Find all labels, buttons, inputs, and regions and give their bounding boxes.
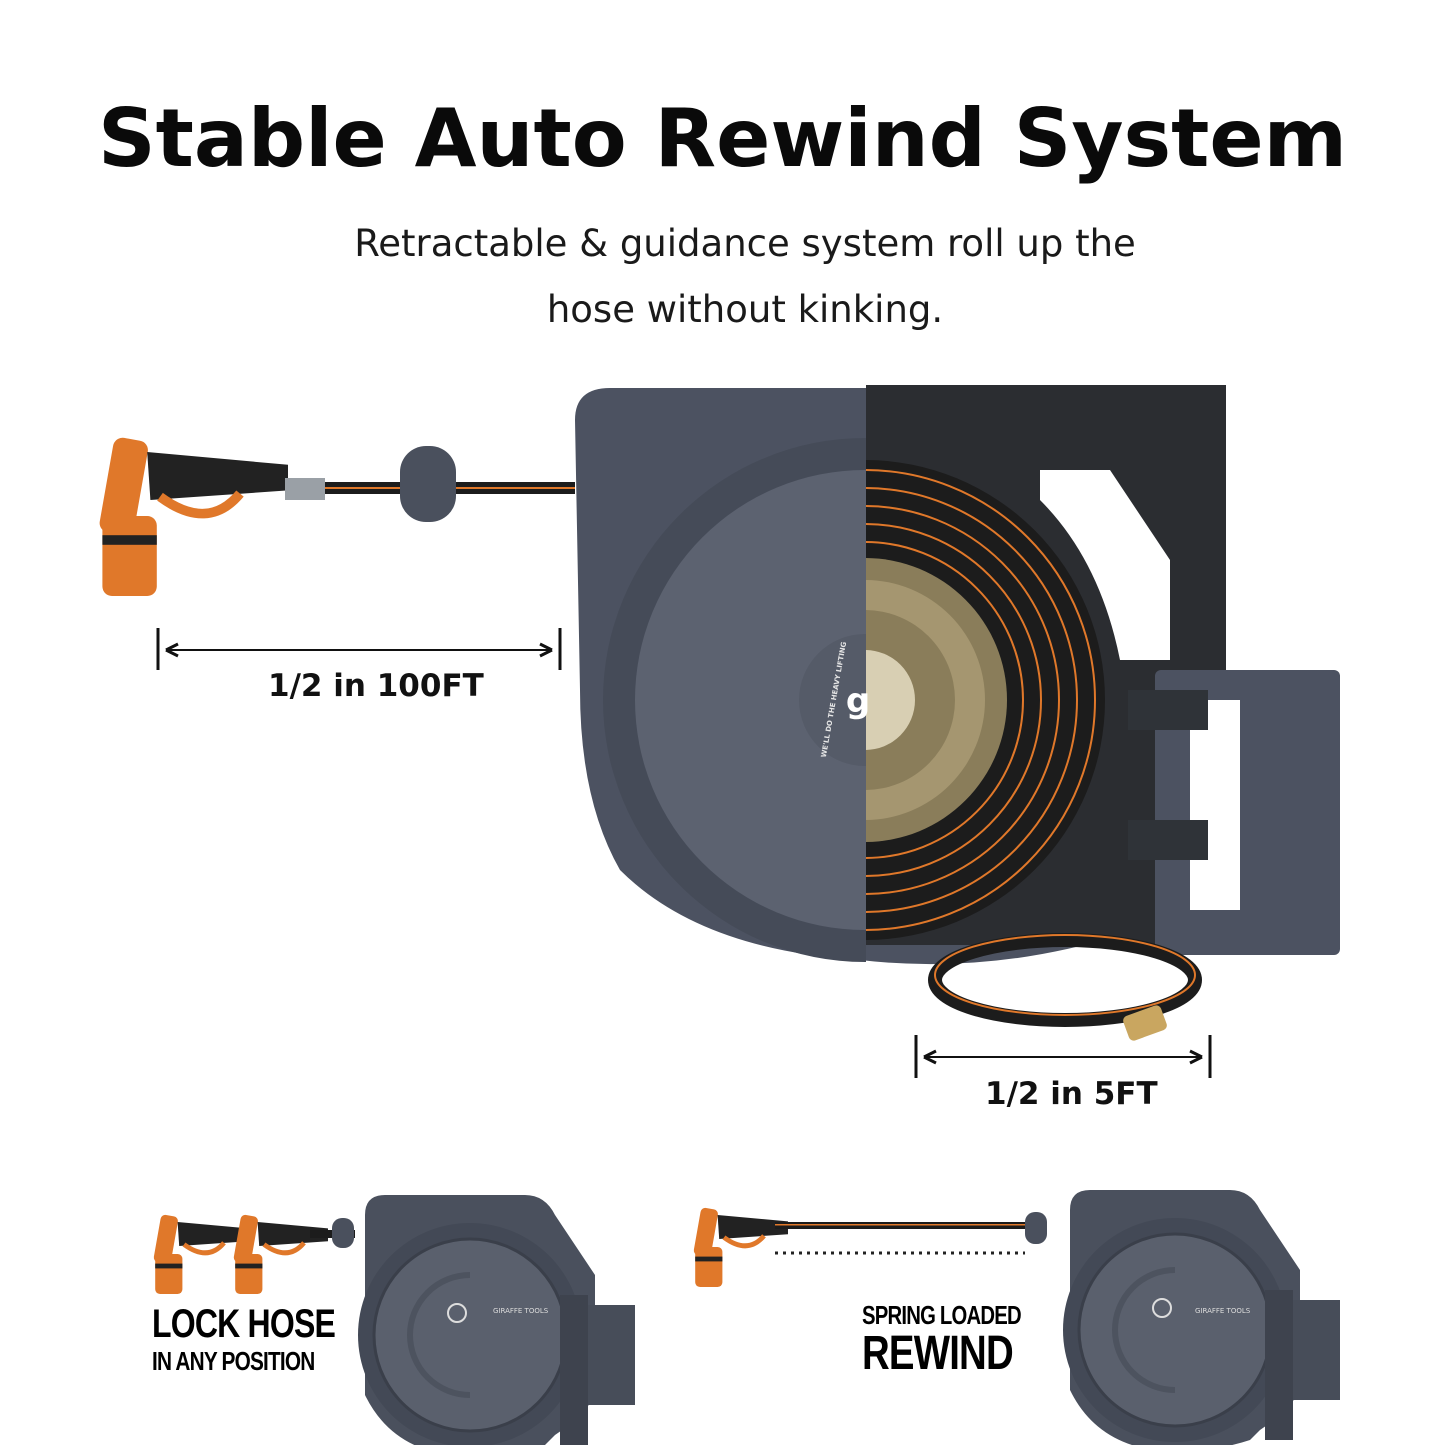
hose-length-label: 1/2 in 100FT: [268, 668, 484, 704]
feature-lock-hose-line2: IN ANY POSITION: [152, 1346, 315, 1376]
feature-spring-line2: REWIND: [862, 1327, 1014, 1380]
lock-hose-reel: GIRAFFE TOOLS: [153, 1195, 635, 1445]
svg-text:GIRAFFE TOOLS: GIRAFFE TOOLS: [493, 1307, 549, 1315]
main-reel: g WE'LL DO THE HEAVY LIFTING: [575, 385, 1340, 965]
subtitle-line-2: hose without kinking.: [546, 288, 944, 331]
leader-hose: [928, 933, 1202, 1041]
leader-hose-length-label: 1/2 in 5FT: [985, 1076, 1158, 1112]
subtitle-line-1: Retractable & guidance system roll up th…: [354, 222, 1136, 265]
hose-coils: [866, 460, 1105, 940]
spring-rewind-reel: GIRAFFE TOOLS: [693, 1190, 1340, 1445]
page-title: Stable Auto Rewind System: [97, 92, 1348, 185]
feature-spring-line1: SPRING LOADED: [862, 1300, 1022, 1330]
dimension-line-100ft: [156, 628, 562, 670]
feature-lock-hose-line1: LOCK HOSE: [152, 1302, 336, 1346]
main-nozzle: [98, 436, 575, 596]
svg-text:g: g: [846, 681, 870, 721]
svg-text:GIRAFFE TOOLS: GIRAFFE TOOLS: [1195, 1307, 1251, 1315]
dimension-line-5ft: [914, 1035, 1212, 1078]
